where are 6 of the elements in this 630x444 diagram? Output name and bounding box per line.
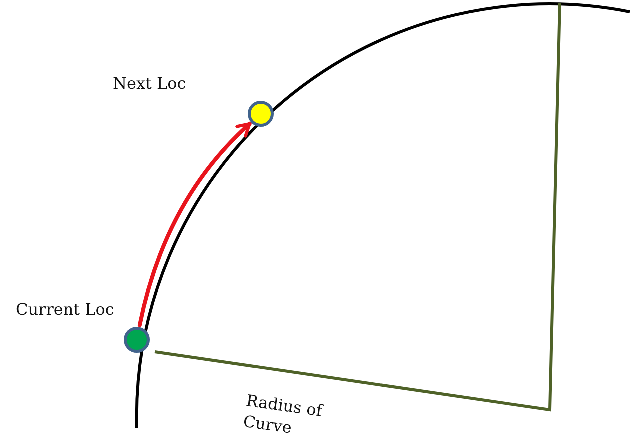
location-dot	[124, 327, 150, 353]
location-label: Current Loc	[16, 300, 114, 319]
arrow	[138, 122, 252, 328]
location-label: Next Loc	[113, 74, 186, 93]
radius-label: Radius of Curve	[242, 390, 325, 440]
location-dot	[248, 101, 274, 127]
